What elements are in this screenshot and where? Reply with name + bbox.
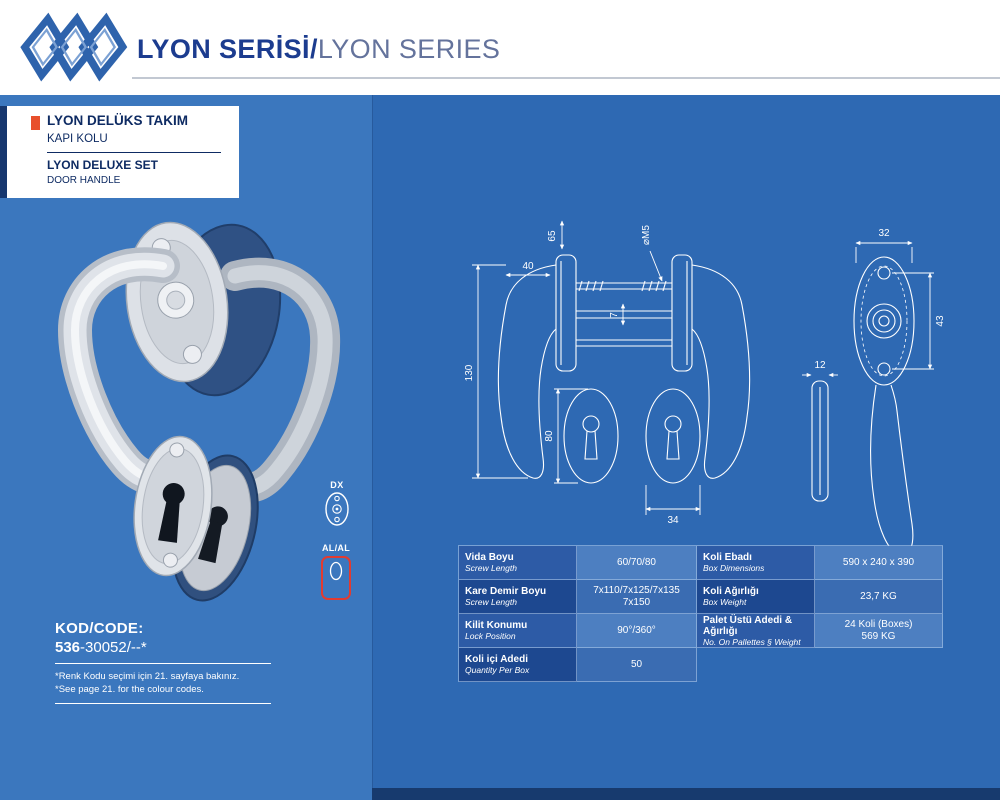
spec-value: 50 — [577, 648, 697, 682]
product-photo — [57, 221, 341, 602]
footnote-tr: *Renk Kodu seçimi için 21. sayfaya bakın… — [55, 671, 240, 682]
dim-32: 32 — [878, 228, 890, 239]
spec-label-palet-ustu: Palet Üstü Adedi & Ağırlığı No. On Palle… — [697, 614, 815, 648]
left-edge-accent — [0, 106, 7, 198]
table-row: Kilit Konumu Lock Position 90°/360° Pale… — [459, 614, 943, 648]
dim-7: 7 — [609, 312, 620, 318]
code-block: KOD/CODE: 536-30052/--* *Renk Kodu seçim… — [55, 620, 277, 710]
alal-badge: AL/AL — [318, 543, 354, 600]
spec-value: 7x110/7x125/7x135 7x150 — [577, 580, 697, 614]
spec-label-koli-ebadi: Koli Ebadı Box Dimensions — [697, 546, 815, 580]
spec-value: 90°/360° — [577, 614, 697, 648]
spec-value: 60/70/80 — [577, 546, 697, 580]
brand-logo — [20, 12, 128, 82]
escutcheon-front — [133, 435, 213, 577]
dimension-labels: 65 40 ⌀M5 7 130 80 34 32 43 12 — [464, 225, 946, 526]
product-name-tr: LYON DELÜKS TAKIM — [47, 113, 189, 128]
card-divider — [47, 152, 221, 153]
spec-empty-cell — [815, 648, 943, 682]
dim-12: 12 — [814, 360, 826, 371]
bottom-navy-strip — [372, 788, 1000, 800]
spec-value: 23,7 KG — [815, 580, 943, 614]
spec-table: Vida Boyu Screw Length 60/70/80 Koli Eba… — [458, 545, 943, 682]
alal-badge-label: AL/AL — [322, 543, 350, 553]
table-row: Kare Demir Boyu Screw Length 7x110/7x125… — [459, 580, 943, 614]
label-tr: Kare Demir Boyu — [465, 586, 547, 597]
front-view — [497, 254, 751, 484]
product-info-card: LYON DELÜKS TAKIM KAPI KOLU LYON DELUXE … — [7, 106, 239, 198]
alal-badge-icon — [321, 556, 351, 600]
dx-badge-label: DX — [330, 480, 344, 490]
spec-empty-cell — [697, 648, 815, 682]
label-en: Box Weight — [703, 597, 747, 607]
dim-65: 65 — [547, 230, 558, 242]
spec-label-koli-ici-adedi: Koli içi Adedi Quantity Per Box — [459, 648, 577, 682]
spec-value: 24 Koli (Boxes) 569 KG — [815, 614, 943, 648]
page-title: LYON SERİSİ/LYON SERIES — [137, 34, 500, 65]
product-type-tr: KAPI KOLU — [47, 133, 108, 145]
spec-label-kare-demir-boyu: Kare Demir Boyu Screw Length — [459, 580, 577, 614]
label-en: Box Dimensions — [703, 563, 765, 573]
dx-badge-icon — [325, 492, 349, 526]
code-prefix: 536 — [55, 639, 81, 656]
bullet-marker — [31, 116, 40, 130]
label-en: Screw Length — [465, 597, 517, 607]
code-value: 536-30052/--* — [55, 639, 277, 656]
series-title-en: LYON SERIES — [317, 34, 501, 64]
dim-130: 130 — [464, 364, 475, 381]
dim-43: 43 — [935, 315, 946, 327]
product-type-en: DOOR HANDLE — [47, 175, 121, 186]
label-tr: Kilit Konumu — [465, 620, 528, 631]
title-divider — [132, 77, 1000, 79]
dx-badge: DX — [320, 480, 354, 533]
label-en: Lock Position — [465, 631, 516, 641]
code-divider-top — [55, 663, 271, 664]
footnote-en: *See page 21. for the colour codes. — [55, 684, 204, 695]
dim-34: 34 — [667, 515, 679, 526]
label-tr: Koli Ağırlığı — [703, 586, 759, 597]
handle-left — [57, 247, 180, 495]
spec-value: 590 x 240 x 390 — [815, 546, 943, 580]
dim-m5: ⌀M5 — [641, 225, 652, 245]
code-label: KOD/CODE: — [55, 620, 144, 637]
label-en: Quantity Per Box — [465, 665, 530, 675]
product-name-en: LYON DELUXE SET — [47, 158, 158, 172]
dim-80: 80 — [544, 430, 555, 442]
series-title-tr: LYON SERİSİ/ — [137, 34, 318, 64]
table-row: Koli içi Adedi Quantity Per Box 50 — [459, 648, 943, 682]
side-view — [811, 256, 915, 556]
spec-label-vida-boyu: Vida Boyu Screw Length — [459, 546, 577, 580]
technical-drawing: 65 40 ⌀M5 7 130 80 34 32 43 12 — [464, 220, 946, 556]
spec-label-koli-agirligi: Koli Ağırlığı Box Weight — [697, 580, 815, 614]
spec-label-kilit-konumu: Kilit Konumu Lock Position — [459, 614, 577, 648]
label-tr: Koli Ebadı — [703, 552, 752, 563]
label-en: Screw Length — [465, 563, 517, 573]
dim-40: 40 — [522, 261, 534, 272]
dimension-lines — [472, 220, 934, 515]
code-divider-bottom — [55, 703, 271, 704]
label-tr: Koli içi Adedi — [465, 654, 528, 665]
label-tr: Vida Boyu — [465, 552, 514, 563]
label-en: No. On Pallettes § Weight — [703, 636, 801, 647]
table-row: Vida Boyu Screw Length 60/70/80 Koli Eba… — [459, 546, 943, 580]
label-tr: Palet Üstü Adedi & Ağırlığı — [703, 614, 793, 637]
header: LYON SERİSİ/LYON SERIES — [0, 0, 1000, 95]
code-suffix: -30052/--* — [80, 639, 147, 656]
